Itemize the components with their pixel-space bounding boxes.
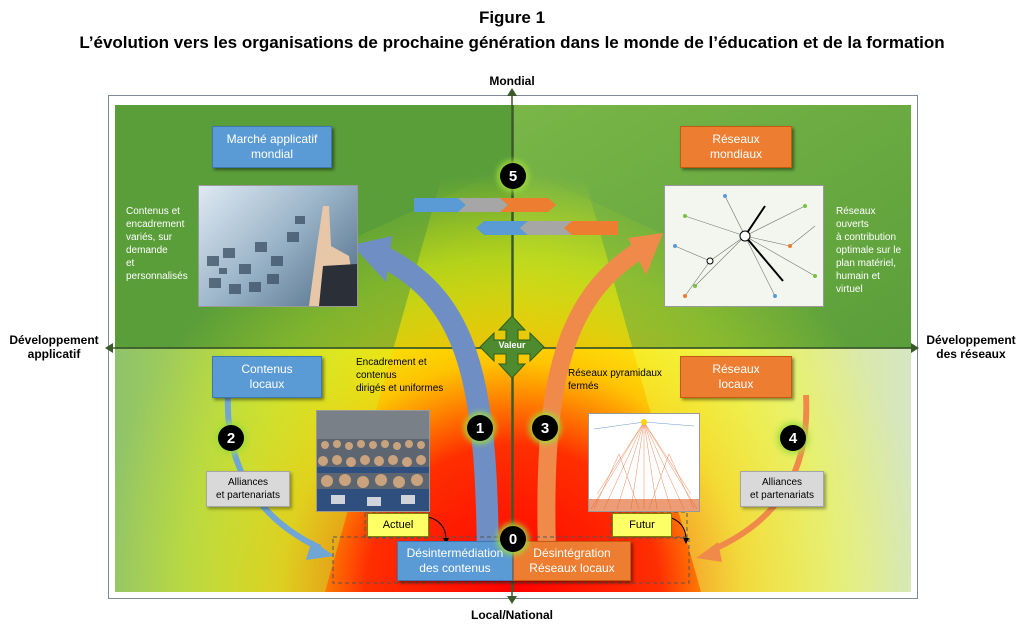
axis-left-label: Développement applicatif [2,333,106,361]
box-marche-line1: Marché applicatif [226,132,318,146]
orange-curve-arrow [537,242,645,581]
axis-top-label: Mondial [489,74,535,88]
box-alliances-left-line1: Alliances [227,477,269,488]
axis-right-line1: Développement [926,333,1016,347]
arrowhead-left [105,343,113,353]
axis-right-label: Développement des réseaux [918,333,1024,361]
blue-curve-arrow [375,245,499,581]
step-4-badge: 4 [780,425,806,451]
seq-arrow-blue-1 [414,198,466,212]
value-label: Valeur [498,340,526,350]
text-reseaux-ouverts: Réseaux ouverts à contribution optimale … [836,206,902,295]
touchscreen-illustration [207,206,357,306]
arrowhead-right [911,343,919,353]
figure-number: Figure 1 [478,8,546,27]
box-contenus-locaux-line1: Contenus [241,362,293,376]
box-alliances-right: Alliances et partenariats [740,471,824,507]
orange-curve-arrowhead [628,233,663,275]
seq-arrow-gray-2 [520,221,572,235]
box-contenus-locaux-line2: locaux [249,377,285,391]
box-desintermediation-line2: des contenus [419,561,491,575]
pyramid-network-illustration [589,419,699,511]
seq-arrow-blue-2 [476,221,528,235]
box-desintegration-line1: Désintégration [533,546,611,560]
seq-arrow-orange-1 [500,198,556,212]
image-classroom [316,410,430,512]
label-actuel: Actuel [367,513,429,537]
value-cross-arrow [479,315,545,379]
image-network-graph [664,185,824,307]
axis-left-line1: Développement [9,333,99,347]
axis-left-line2: applicatif [27,347,81,361]
step-2-badge: 2 [218,425,244,451]
step-3-badge: 3 [532,415,558,441]
box-desintegration-line2: Réseaux locaux [529,561,615,575]
blue-curve-arrowhead [352,236,392,282]
step-1-badge: 1 [467,415,493,441]
box-reseaux-locaux-line1: Réseaux [712,362,760,376]
box-alliances-left: Alliances et partenariats [206,471,290,507]
text-reseaux-pyramidaux: Réseaux pyramidaux fermés [568,368,662,392]
box-alliances-left-line2: et partenariats [216,490,280,501]
seq-arrow-orange-2 [564,221,618,235]
arrowhead-top [507,88,517,96]
image-touchscreen-hand [198,185,358,307]
classroom-illustration [317,411,429,511]
image-pyramid-network [588,413,700,512]
step-0-badge: 0 [500,526,526,552]
blue-left-arrowhead [306,540,334,560]
box-desintermediation-line1: Désintermédiation [406,546,504,560]
orange-right-arrowhead [696,542,722,562]
axis-bottom-label: Local/National [470,608,553,622]
seq-arrow-gray-1 [458,198,508,212]
axis-right-line2: des réseaux [936,347,1006,361]
figure-title: L’évolution vers les organisations de pr… [79,33,945,52]
box-marche-line2: mondial [250,147,294,161]
text-encadrement: Encadrement et contenus dirigés et unifo… [356,357,444,394]
text-contenus-varies: Contenus et encadrement variés, sur dema… [126,206,188,282]
box-alliances-right-line2: et partenariats [750,490,814,501]
box-reseaux-mondiaux-line1: Réseaux [712,132,760,146]
box-alliances-right-line1: Alliances [761,477,803,488]
step-5-badge: 5 [500,163,526,189]
label-futur: Futur [612,513,672,537]
box-reseaux-locaux-line2: locaux [718,377,754,391]
arrowhead-bottom [507,596,517,604]
network-illustration [673,194,817,298]
box-reseaux-mondiaux-line2: mondiaux [709,147,763,161]
